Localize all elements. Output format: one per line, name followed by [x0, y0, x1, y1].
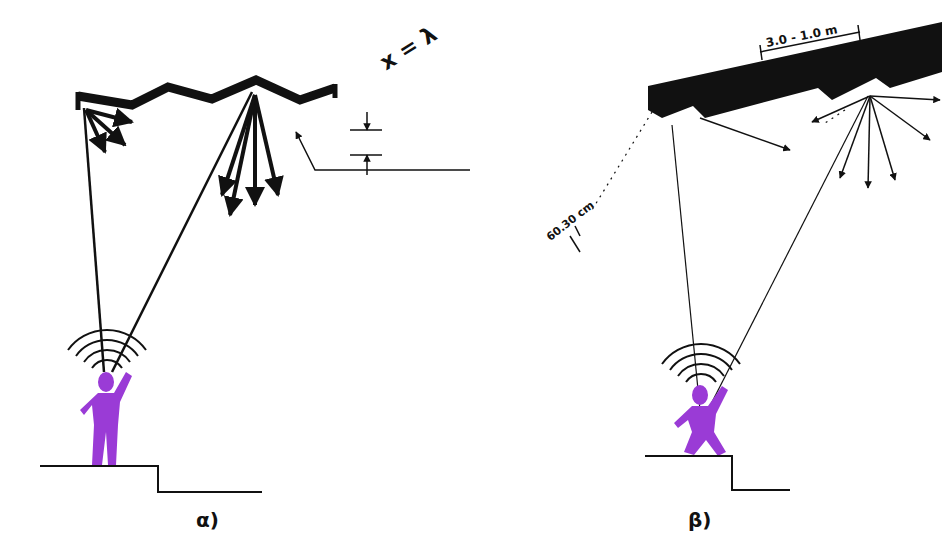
sound-waves	[68, 330, 146, 368]
dimension-lines	[296, 112, 470, 175]
speaker-figure	[674, 385, 728, 456]
step	[40, 466, 262, 492]
zigzag-ceiling	[78, 80, 335, 110]
panel-label: β)	[688, 508, 711, 532]
sawtooth-reflector	[648, 22, 942, 118]
sound-rays	[592, 96, 868, 410]
diffuse-reflections	[700, 96, 940, 188]
panel-label: α)	[196, 508, 219, 532]
speaker-figure	[80, 372, 132, 465]
scattered-reflections	[86, 95, 278, 215]
dimension-label: x = λ	[375, 21, 441, 75]
sound-waves	[662, 344, 740, 382]
dimension-lines	[570, 25, 860, 252]
step	[645, 456, 790, 490]
dimension-label: 3.0 - 1.0 m	[765, 22, 839, 50]
